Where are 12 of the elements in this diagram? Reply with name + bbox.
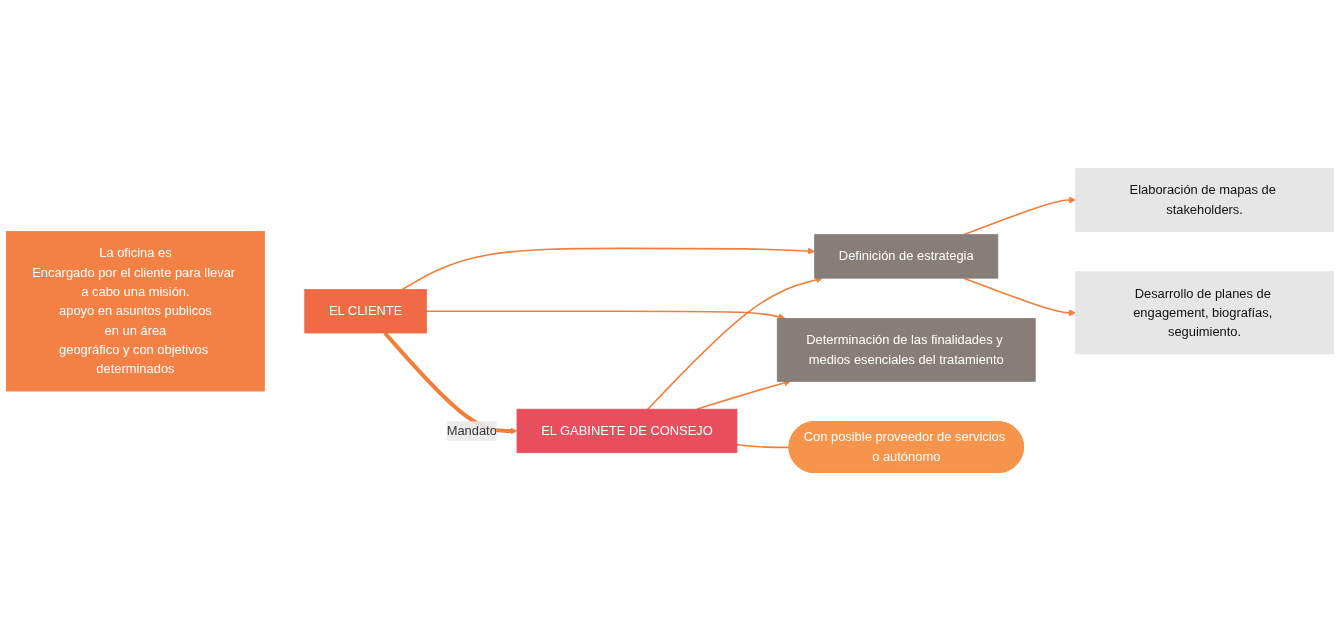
node-box: Definición de estrategia	[814, 234, 999, 279]
edge-label: Mandato	[446, 423, 497, 438]
node-box: Elaboración de mapas de stakeholders.	[1075, 168, 1334, 232]
arrow	[647, 276, 823, 410]
arrow	[401, 247, 815, 291]
arrow	[425, 310, 786, 321]
node-box: EL CLIENTE	[304, 289, 427, 334]
node-box: Desarrollo de planes de engagement, biografías, seguimiento.	[1075, 271, 1334, 355]
node-box: EL GABINETE DE CONSEJO	[516, 408, 738, 454]
node-box: Determinación de las finalidades y medios esenciales del tratamiento	[776, 318, 1036, 382]
connector	[736, 443, 791, 449]
node-box: La oficina es Encargado por el cliente para llevar a cabo una misión. apoyo en asuntos publicos en un área geográfico y con objetivos determinados	[6, 231, 265, 392]
